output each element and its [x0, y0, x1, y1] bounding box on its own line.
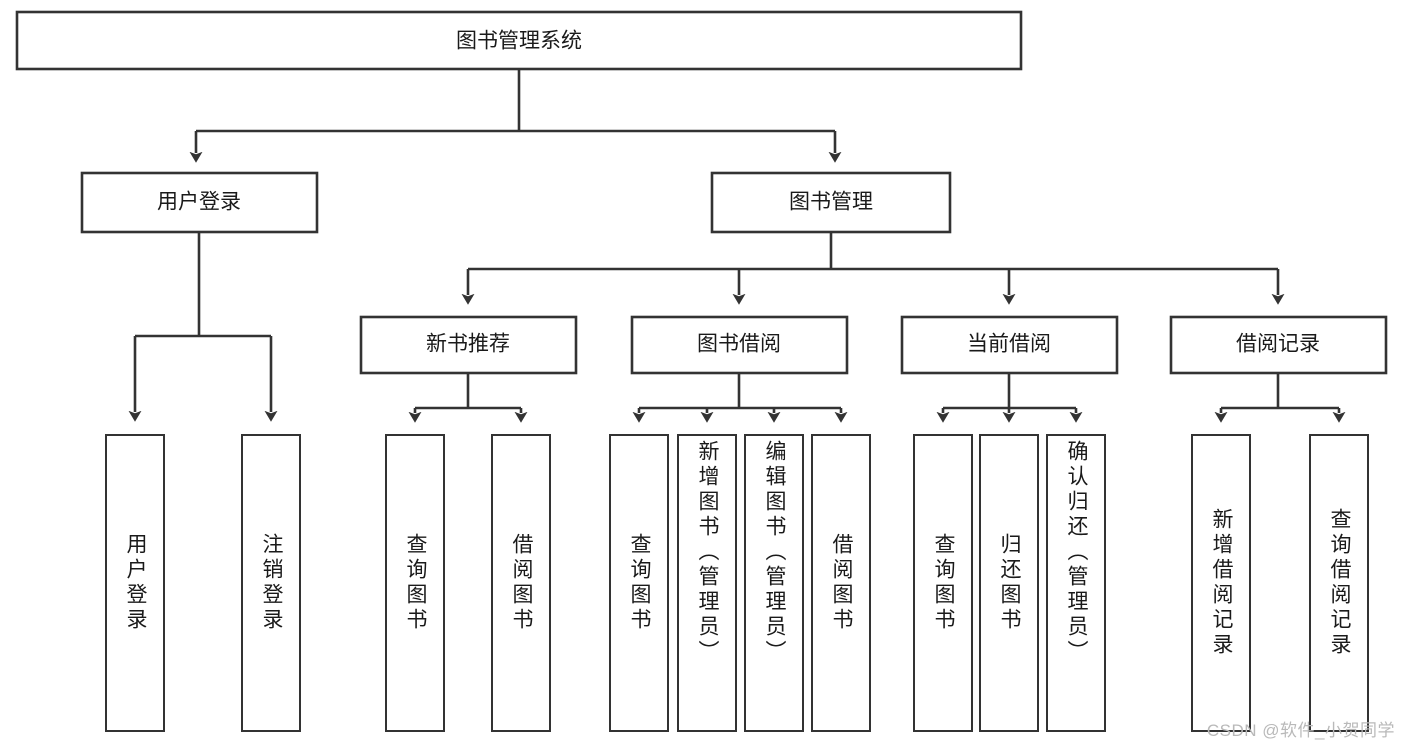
node-leaf-add-book-label: 新增图书（管理员） — [696, 440, 719, 665]
node-book-management-label: 图书管理 — [789, 191, 873, 214]
connector-newbook-to-leaves — [408, 373, 528, 423]
node-leaf-query-book-3-label: 查询图书 — [932, 533, 955, 633]
connector-borrowrecord-to-leaves — [1214, 373, 1346, 423]
node-leaf-logout-login[interactable]: 注销登录 — [241, 434, 301, 732]
node-leaf-query-book-1[interactable]: 查询图书 — [385, 434, 445, 732]
node-book-management[interactable]: 图书管理 — [710, 171, 952, 234]
node-new-book-recommend[interactable]: 新书推荐 — [359, 315, 578, 375]
node-leaf-logout-login-label: 注销登录 — [260, 533, 283, 633]
node-leaf-return-book-label: 归还图书 — [998, 533, 1021, 633]
node-leaf-add-record[interactable]: 新增借阅记录 — [1191, 434, 1251, 732]
connector-root-to-level2 — [189, 69, 842, 163]
node-leaf-confirm-return-label: 确认归还（管理员） — [1065, 440, 1088, 665]
node-leaf-borrow-book-2-label: 借阅图书 — [830, 533, 853, 633]
connector-userlogin-to-leaves — [128, 232, 278, 422]
connector-bookmgmt-to-level3 — [461, 232, 1285, 305]
node-current-borrow[interactable]: 当前借阅 — [900, 315, 1119, 375]
node-new-book-recommend-label: 新书推荐 — [426, 333, 510, 356]
node-leaf-query-book-3[interactable]: 查询图书 — [913, 434, 973, 732]
node-leaf-query-book-1-label: 查询图书 — [404, 533, 427, 633]
node-leaf-borrow-book-1-label: 借阅图书 — [510, 533, 533, 633]
node-leaf-query-record[interactable]: 查询借阅记录 — [1309, 434, 1369, 732]
node-leaf-add-record-label: 新增借阅记录 — [1210, 508, 1233, 658]
node-user-login[interactable]: 用户登录 — [80, 171, 319, 234]
node-borrow-record[interactable]: 借阅记录 — [1169, 315, 1388, 375]
node-leaf-borrow-book-2[interactable]: 借阅图书 — [811, 434, 871, 732]
node-leaf-user-login-label: 用户登录 — [124, 533, 147, 633]
node-book-borrow[interactable]: 图书借阅 — [630, 315, 849, 375]
node-current-borrow-label: 当前借阅 — [967, 333, 1051, 356]
node-root-label: 图书管理系统 — [456, 30, 582, 53]
node-leaf-user-login[interactable]: 用户登录 — [105, 434, 165, 732]
node-leaf-borrow-book-1[interactable]: 借阅图书 — [491, 434, 551, 732]
node-book-borrow-label: 图书借阅 — [697, 333, 781, 356]
connector-bookborrow-to-leaves — [632, 373, 848, 423]
node-leaf-edit-book-label: 编辑图书（管理员） — [763, 440, 786, 665]
node-root[interactable]: 图书管理系统 — [15, 10, 1023, 71]
node-leaf-return-book[interactable]: 归还图书 — [979, 434, 1039, 732]
node-borrow-record-label: 借阅记录 — [1236, 333, 1320, 356]
node-leaf-query-book-2[interactable]: 查询图书 — [609, 434, 669, 732]
connector-currentborrow-to-leaves — [936, 373, 1083, 423]
node-leaf-confirm-return[interactable]: 确认归还（管理员） — [1046, 434, 1106, 732]
node-leaf-query-record-label: 查询借阅记录 — [1328, 508, 1351, 658]
node-user-login-label: 用户登录 — [157, 191, 241, 214]
node-leaf-add-book[interactable]: 新增图书（管理员） — [677, 434, 737, 732]
node-leaf-query-book-2-label: 查询图书 — [628, 533, 651, 633]
node-leaf-edit-book[interactable]: 编辑图书（管理员） — [744, 434, 804, 732]
